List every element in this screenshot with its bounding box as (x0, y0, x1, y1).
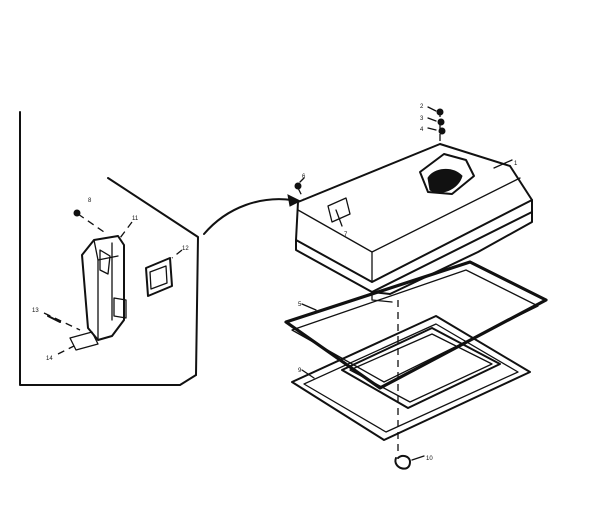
cover-plate (145, 257, 173, 297)
callout-14: 14 (46, 356, 53, 362)
cabinet-side-panel (19, 111, 199, 386)
filter-gasket (291, 315, 531, 441)
vent-hood (295, 143, 533, 303)
callout-13: 13 (32, 308, 39, 314)
screw-6 (294, 177, 305, 201)
callout-8: 8 (88, 198, 92, 204)
assembly-arrow (203, 194, 302, 235)
right-leaders (301, 159, 513, 379)
callout-1: 1 (514, 161, 518, 167)
callout-2: 2 (420, 104, 424, 110)
callout-7: 7 (344, 232, 348, 238)
callout-9: 9 (298, 368, 302, 374)
callout-3: 3 (420, 116, 424, 122)
mounting-bracket (69, 235, 127, 351)
alignment-line (394, 300, 425, 470)
callout-5: 5 (298, 302, 302, 308)
callout-11: 11 (132, 216, 139, 222)
left-leaders (43, 209, 183, 355)
callout-4: 4 (420, 127, 424, 133)
callout-12: 12 (182, 246, 189, 252)
callout-labels: 1 2 3 4 5 6 7 8 9 10 11 12 13 14 (32, 104, 518, 462)
screw-8-left (73, 209, 81, 217)
callout-10: 10 (426, 456, 433, 462)
callout-6: 6 (302, 174, 306, 180)
screw-stack (427, 106, 446, 144)
